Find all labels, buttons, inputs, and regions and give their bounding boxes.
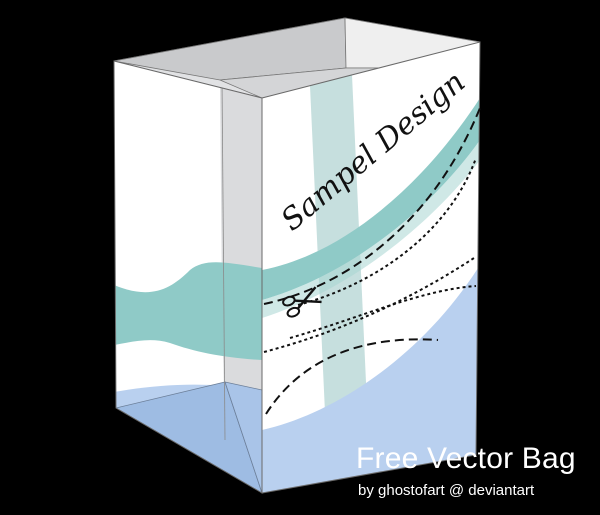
scissors-icon <box>282 286 322 318</box>
bag-side-panel <box>114 61 262 493</box>
caption-title: Free Vector Bag <box>356 442 576 475</box>
caption-credit: by ghostofart @ deviantart <box>358 482 535 499</box>
cut-lines <box>263 107 481 415</box>
